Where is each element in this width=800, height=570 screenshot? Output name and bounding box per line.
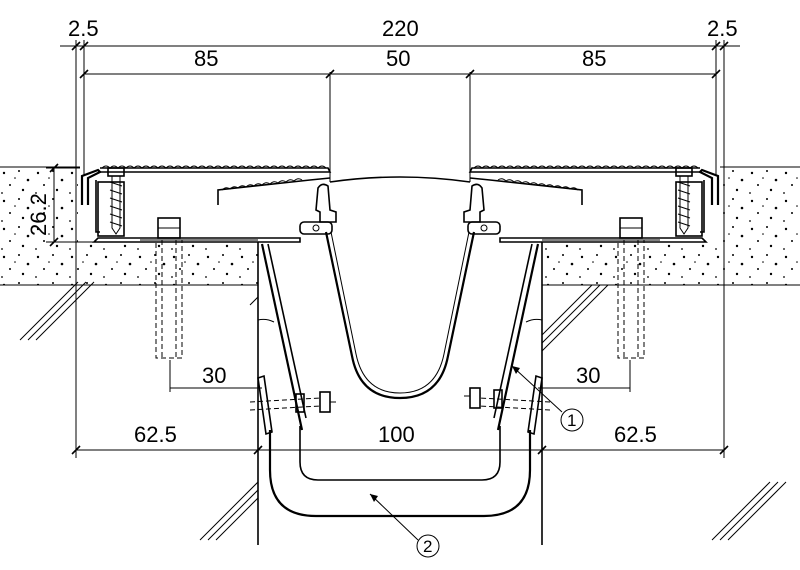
anchor-bolt-left bbox=[155, 217, 183, 359]
dim-bottom-left: 62.5 bbox=[134, 422, 177, 447]
callout-2: 2 bbox=[369, 493, 440, 558]
dim-right-anchor: 30 bbox=[576, 363, 600, 388]
dim-top-left-edge: 2.5 bbox=[68, 16, 99, 41]
anchor-bolt-right bbox=[617, 217, 645, 359]
support-plate-right bbox=[493, 243, 543, 436]
side-bolt-right bbox=[464, 387, 551, 411]
hatching-right bbox=[541, 284, 787, 541]
dim-top-right-edge: 2.5 bbox=[707, 16, 738, 41]
frame-profile-right bbox=[499, 168, 720, 243]
dim-left-anchor: 30 bbox=[202, 363, 226, 388]
screw-right bbox=[675, 167, 693, 235]
drain-trough bbox=[268, 430, 532, 518]
side-bolt-left bbox=[249, 391, 336, 413]
clip-right bbox=[463, 183, 501, 235]
cover-plate-left bbox=[100, 165, 332, 205]
cover-plate-right bbox=[468, 165, 700, 205]
dim-left-plate: 85 bbox=[194, 46, 218, 71]
dimension-ticks bbox=[49, 41, 729, 455]
dim-center-gap: 50 bbox=[386, 46, 410, 71]
screw-left bbox=[107, 167, 125, 235]
dimension-lines bbox=[46, 40, 740, 458]
u-seal-membrane bbox=[324, 231, 476, 400]
center-bridge bbox=[329, 176, 471, 183]
dim-bottom-right: 62.5 bbox=[614, 422, 657, 447]
dim-height: 26.2 bbox=[26, 193, 51, 236]
dim-right-plate: 85 bbox=[582, 46, 606, 71]
callout-1: 1 bbox=[511, 365, 584, 432]
clip-left bbox=[299, 183, 337, 235]
dim-bottom-center: 100 bbox=[378, 422, 415, 447]
callout-1-label: 1 bbox=[567, 411, 576, 430]
hatching-left bbox=[19, 281, 259, 541]
callout-2-label: 2 bbox=[423, 537, 432, 556]
dim-top-total: 220 bbox=[382, 16, 419, 41]
